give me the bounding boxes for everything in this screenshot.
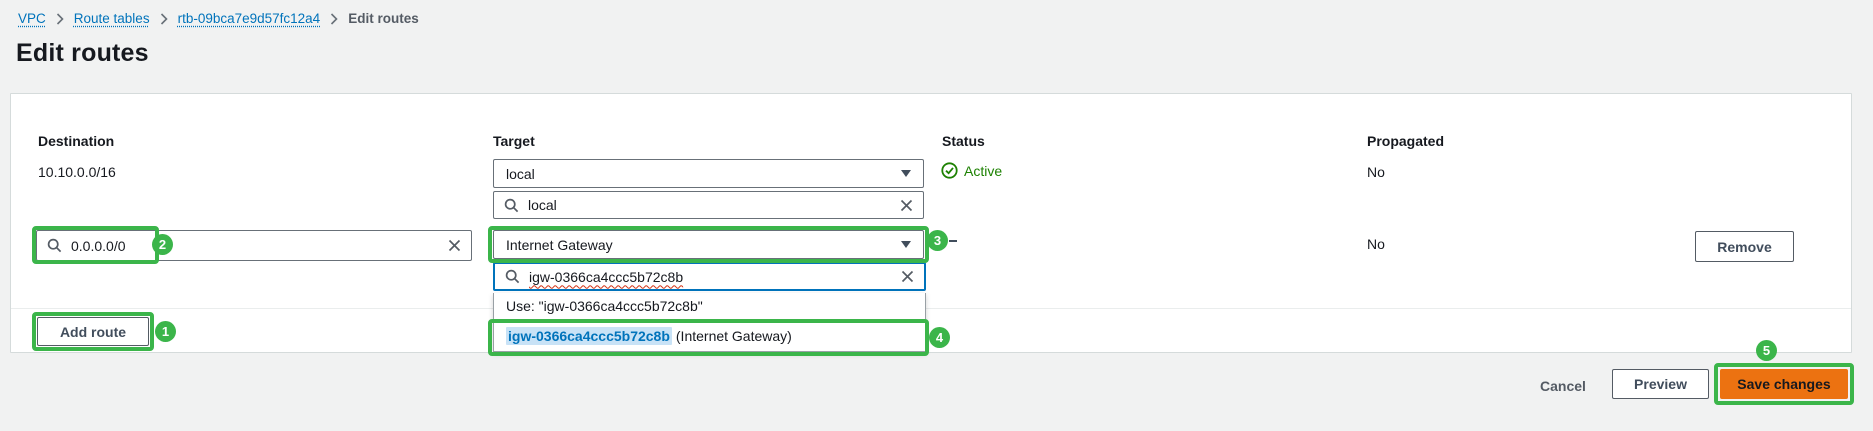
row-divider [11,308,1851,309]
breadcrumb-chevron-icon [330,12,338,25]
route1-status: Active [941,162,1002,179]
clear-icon[interactable] [448,239,461,252]
remove-route-button[interactable]: Remove [1695,231,1794,262]
target-option-use-literal[interactable]: Use: "igw-0366ca4ccc5b72c8b" [494,293,925,320]
route2-destination-value: 0.0.0.0/0 [71,237,126,254]
caret-down-icon [901,170,911,177]
add-route-button[interactable]: Add route [37,317,149,346]
breadcrumb-link-vpc[interactable]: VPC [18,11,46,26]
route1-propagated: No [1367,164,1385,180]
annotation-dash [949,240,957,242]
save-changes-button[interactable]: Save changes [1720,369,1848,399]
page-title: Edit routes [16,39,149,67]
route2-target-select-value: Internet Gateway [506,236,613,253]
route2-target-filter-input[interactable]: igw-0366ca4ccc5b72c8b [493,262,926,291]
route1-target-filter-input[interactable]: local [493,191,924,219]
target-option-igw-type: (Internet Gateway) [675,327,792,344]
target-option-igw-id: igw-0366ca4ccc5b72c8b [506,326,672,345]
cancel-button[interactable]: Cancel [1540,378,1586,394]
route1-target-select[interactable]: local [493,159,924,188]
search-icon [504,198,519,213]
search-icon [47,238,62,253]
breadcrumb-chevron-icon [160,12,168,25]
column-header-target: Target [493,133,535,149]
clear-icon[interactable] [901,270,914,283]
preview-button[interactable]: Preview [1612,369,1709,399]
route1-target-select-value: local [506,165,535,182]
breadcrumb: VPC Route tables rtb-09bca7e9d57fc12a4 E… [18,11,419,26]
breadcrumb-current: Edit routes [348,11,419,26]
route2-target-select[interactable]: Internet Gateway [493,230,924,259]
column-header-propagated: Propagated [1367,133,1445,149]
column-header-destination: Destination [38,133,115,149]
route2-destination-input[interactable]: 0.0.0.0/0 [36,230,472,261]
column-header-status: Status [942,133,985,149]
breadcrumb-link-route-tables[interactable]: Route tables [73,11,150,26]
route1-status-label: Active [964,162,1003,179]
caret-down-icon [901,241,911,248]
status-active-icon [941,162,958,179]
breadcrumb-chevron-icon [56,12,64,25]
target-option-igw[interactable]: igw-0366ca4ccc5b72c8b (Internet Gateway) [494,320,925,351]
breadcrumb-link-route-table-id[interactable]: rtb-09bca7e9d57fc12a4 [177,11,321,26]
search-icon [505,269,520,284]
clear-icon[interactable] [900,199,913,212]
target-options-dropdown: Use: "igw-0366ca4ccc5b72c8b" igw-0366ca4… [493,293,926,352]
route2-target-filter-value: igw-0366ca4ccc5b72c8b [529,268,684,285]
route1-target-filter-value: local [528,197,557,213]
routes-card [10,93,1852,353]
route2-propagated: No [1367,236,1385,252]
route1-destination: 10.10.0.0/16 [38,164,116,180]
